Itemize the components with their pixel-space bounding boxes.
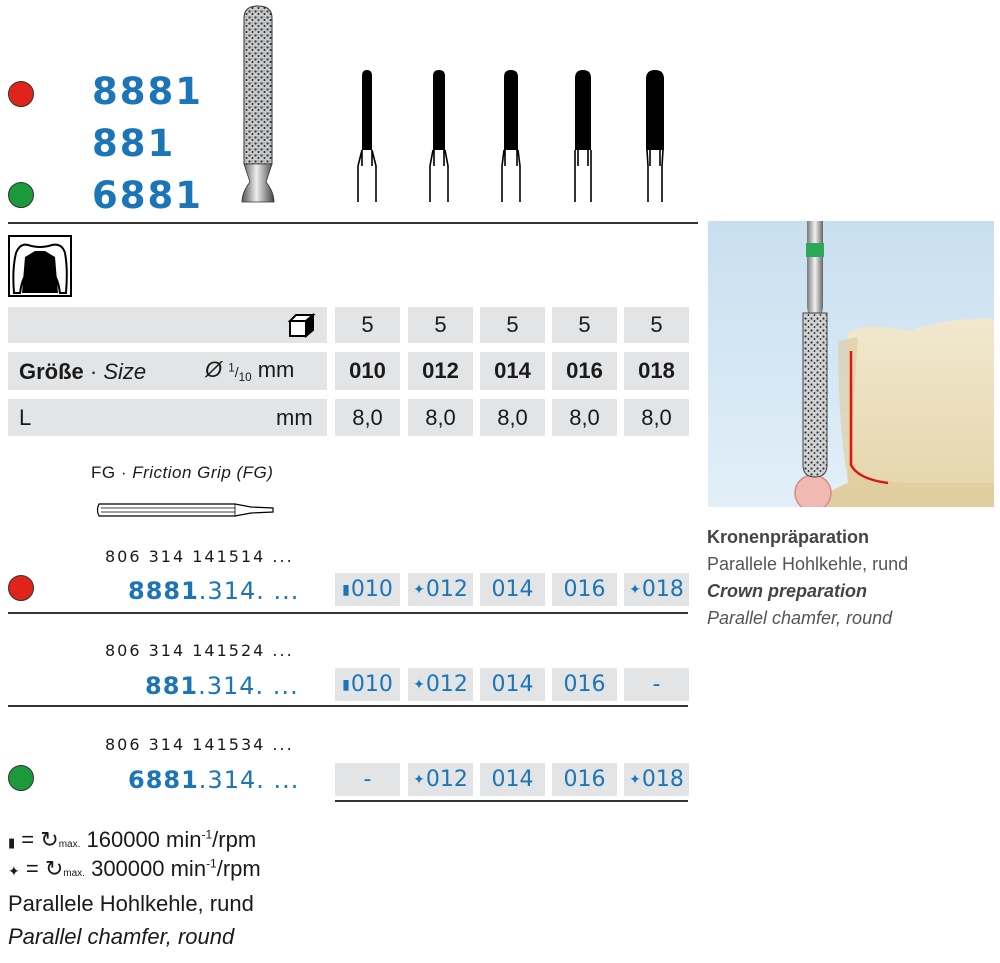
article-number: 8881.314. ... [128,577,300,605]
silhouette-012 [429,70,449,202]
product-number-6881: 6881 [92,174,203,217]
order-code: 806 314 141524 ... [105,641,294,660]
size-silhouettes [357,70,664,202]
fast-speed-icon: ✦ [8,863,20,879]
variant-cell: - [624,668,689,701]
fast-speed-icon: ✦ [413,676,425,693]
size-label: Größe · Size [19,359,147,384]
fast-speed-icon: ✦ [413,581,425,598]
article-number: 881.314. ... [145,672,299,700]
variant-cell: ▮010 [335,668,400,701]
product-number-881: 881 [92,122,176,165]
legend-description-de: Parallele Hohlkehle, rund [8,891,254,916]
silhouette-014 [501,70,521,202]
caption-title-en: Crown preparation [707,581,868,601]
size-unit: Ø 1/10 mm [205,357,295,384]
size-cell: 018 [624,352,689,390]
variant-cell: 016 [552,573,617,606]
package-icon [287,312,316,338]
product-number-8881: 8881 [92,70,203,113]
crown-preparation-image [708,221,994,507]
length-cell: 8,0 [408,399,473,436]
one-tenth-fraction: 1/10 [228,361,252,384]
variant-cell: ✦012 [408,668,473,701]
fast-speed-icon: ✦ [629,771,641,788]
order-code: 806 314 141534 ... [105,735,294,754]
article-number: 6881.314. ... [128,766,300,794]
slow-speed-icon: ▮ [342,676,350,693]
silhouette-010 [357,70,377,202]
rotation-icon: ↻ [44,856,64,881]
variant-cell: ✦018 [624,763,689,796]
shank-label: FG · Friction Grip (FG) [91,463,274,482]
legend-fast: ✦ = ↻max. 300000 min-1/rpm [8,856,261,881]
slow-speed-icon: ▮ [342,581,350,598]
diameter-icon: Ø [205,357,223,382]
pack-cell: 5 [408,307,473,343]
fg-shank-image [96,503,274,517]
size-cell: 012 [408,352,473,390]
variant-cell: 014 [480,668,545,701]
red-dot-icon [8,81,34,107]
fast-speed-icon: ✦ [413,771,425,788]
length-unit: mm [276,405,313,430]
fast-speed-icon: ✦ [629,581,641,598]
legend-description-en: Parallel chamfer, round [8,924,235,949]
divider [335,800,688,802]
pack-cell: 5 [335,307,400,343]
length-cell: 8,0 [624,399,689,436]
length-cell: 8,0 [480,399,545,436]
green-dot-icon [8,182,34,208]
caption-title-de: Kronenpräparation [707,527,870,547]
diamond-bur-image [241,5,275,203]
silhouette-018 [646,70,664,202]
green-dot-icon [8,765,34,791]
pack-row-label [8,307,327,343]
variant-cell: - [335,763,400,796]
variant-cell: ▮010 [335,573,400,606]
pack-cell: 5 [480,307,545,343]
variant-cell: 014 [480,573,545,606]
variant-cell: 016 [552,668,617,701]
size-row-label [8,352,327,390]
size-cell: 014 [480,352,545,390]
variant-cell: 014 [480,763,545,796]
slow-speed-icon: ▮ [8,835,16,850]
variant-cell: ✦012 [408,763,473,796]
size-cell: 010 [335,352,400,390]
tooth-preparation-icon [8,235,72,297]
length-label: L [19,405,32,430]
length-row-label [8,399,327,436]
pack-cell: 5 [552,307,617,343]
pack-cell: 5 [624,307,689,343]
length-cell: 8,0 [552,399,617,436]
length-cell: 8,0 [335,399,400,436]
red-dot-icon [8,575,34,601]
variant-cell: ✦018 [624,573,689,606]
rotation-icon: ↻ [40,827,59,852]
caption-sub-en: Parallel chamfer, round [707,608,893,628]
divider-top [8,222,698,224]
variant-cell: ✦012 [408,573,473,606]
divider [8,705,688,707]
legend-slow: ▮ = ↻max. 160000 min-1/rpm [8,827,257,852]
size-cell: 016 [552,352,617,390]
caption-sub-de: Parallele Hohlkehle, rund [707,554,909,574]
silhouette-016 [574,70,592,202]
divider [8,612,688,614]
order-code: 806 314 141514 ... [105,547,294,566]
variant-cell: 016 [552,763,617,796]
